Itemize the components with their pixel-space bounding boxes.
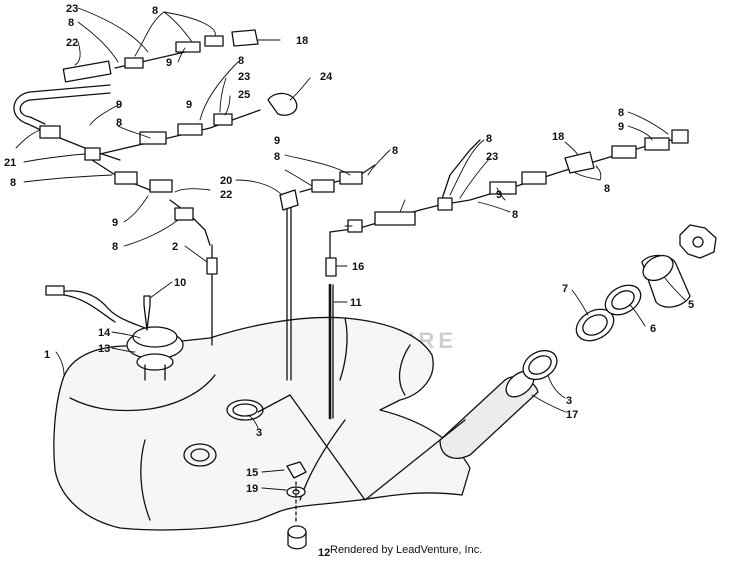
callout-4: 8 bbox=[152, 5, 158, 17]
callout-39: 5 bbox=[688, 299, 694, 311]
callout-38: 7 bbox=[562, 283, 568, 295]
tank-filler-opening bbox=[183, 443, 217, 467]
tee-fitting-21 bbox=[84, 147, 101, 161]
callout-5: 9 bbox=[116, 99, 122, 111]
callout-28: 18 bbox=[552, 131, 564, 143]
callout-11: 25 bbox=[238, 89, 250, 101]
callout-9: 8 bbox=[238, 55, 244, 67]
callout-35: 14 bbox=[98, 327, 111, 339]
callout-45: 19 bbox=[246, 483, 258, 495]
callout-21: 8 bbox=[274, 151, 280, 163]
fitting-18-right bbox=[564, 151, 595, 174]
callout-31: 8 bbox=[618, 107, 624, 119]
fuel-cap bbox=[679, 224, 717, 259]
callout-14: 21 bbox=[4, 157, 16, 169]
callout-46: 12 bbox=[318, 547, 330, 559]
callout-29: 8 bbox=[604, 183, 610, 195]
callout-15: 8 bbox=[10, 177, 16, 189]
callout-12: 9 bbox=[186, 99, 192, 111]
callout-2: 8 bbox=[68, 17, 74, 29]
callout-20: 22 bbox=[220, 189, 232, 201]
callout-25: 23 bbox=[486, 151, 498, 163]
callout-41: 3 bbox=[566, 395, 572, 407]
fuel-hose-left bbox=[13, 91, 61, 139]
fitting-18-upper bbox=[231, 29, 259, 47]
callout-3: 22 bbox=[66, 37, 78, 49]
callout-26: 9 bbox=[496, 189, 502, 201]
fitting-16 bbox=[325, 257, 337, 277]
callout-10: 23 bbox=[238, 71, 250, 83]
callout-23: 8 bbox=[392, 145, 398, 157]
callout-40: 6 bbox=[650, 323, 656, 335]
callout-22: 9 bbox=[274, 135, 280, 147]
callout-36: 13 bbox=[98, 343, 110, 355]
callout-37: 1 bbox=[44, 349, 50, 361]
callout-34: 10 bbox=[174, 277, 186, 289]
clamp-3-right bbox=[522, 349, 558, 381]
callout-7: 18 bbox=[296, 35, 308, 47]
fitting-2 bbox=[206, 257, 218, 275]
screw-10 bbox=[143, 295, 151, 331]
callout-44: 15 bbox=[246, 467, 258, 479]
callout-labels: 23 8 22 8 9 9 18 24 8 23 25 9 8 21 8 9 8… bbox=[4, 3, 694, 559]
callout-13: 8 bbox=[116, 117, 122, 129]
callout-19: 20 bbox=[220, 175, 232, 187]
callout-8: 24 bbox=[320, 71, 333, 83]
callout-32: 16 bbox=[352, 261, 364, 273]
callout-16: 9 bbox=[112, 217, 118, 229]
rendered-by-credit: Rendered by LeadVenture, Inc. bbox=[330, 544, 483, 556]
callout-17: 8 bbox=[112, 241, 118, 253]
callout-27: 8 bbox=[512, 209, 518, 221]
nut-15 bbox=[286, 461, 307, 479]
fuel-filter-24 bbox=[267, 92, 298, 116]
callout-30: 9 bbox=[618, 121, 624, 133]
callout-24: 8 bbox=[486, 133, 492, 145]
callout-1: 23 bbox=[66, 3, 78, 15]
fuel-tank bbox=[53, 316, 471, 531]
callout-18: 2 bbox=[172, 241, 178, 253]
callout-33: 11 bbox=[350, 297, 362, 309]
callout-6: 9 bbox=[166, 57, 172, 69]
callout-43: 3 bbox=[256, 427, 262, 439]
sender-wire-harness bbox=[59, 290, 146, 329]
grommet-12 bbox=[287, 525, 307, 539]
callout-42: 17 bbox=[566, 409, 578, 421]
